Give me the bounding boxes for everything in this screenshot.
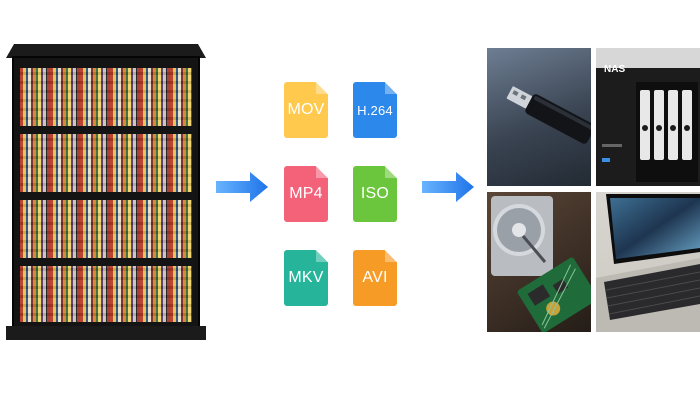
- mov-label: MOV: [287, 101, 325, 118]
- shelf-top: [6, 44, 206, 58]
- dvd-row: [20, 200, 192, 258]
- avi-label: AVI: [362, 269, 388, 286]
- shelf-base: [6, 326, 206, 340]
- avi-file-icon: AVI: [353, 250, 397, 306]
- nas-label: NAS: [604, 64, 626, 75]
- iso-label: ISO: [360, 185, 390, 202]
- mkv-label: MKV: [288, 269, 324, 286]
- nas-device-image: NAS: [596, 48, 700, 186]
- hard-drive-image: [487, 192, 591, 332]
- mp4-file-icon: MP4: [284, 166, 328, 222]
- arrow-right-icon: [422, 172, 474, 202]
- shelf-cabinet: [12, 56, 200, 328]
- iso-file-icon: ISO: [353, 166, 397, 222]
- dvd-row: [20, 68, 192, 126]
- dvd-row: [20, 134, 192, 192]
- mov-file-icon: MOV: [284, 82, 328, 138]
- h264-label: H.264: [357, 102, 393, 118]
- dvd-row: [20, 266, 192, 322]
- dvd-shelf-image: [0, 44, 212, 344]
- mp4-label: MP4: [289, 185, 323, 202]
- h264-file-icon: H.264: [353, 82, 397, 138]
- mkv-file-icon: MKV: [284, 250, 328, 306]
- arrow-right-icon: [216, 172, 268, 202]
- laptop-image: [596, 192, 700, 332]
- usb-drive-image: [487, 48, 591, 186]
